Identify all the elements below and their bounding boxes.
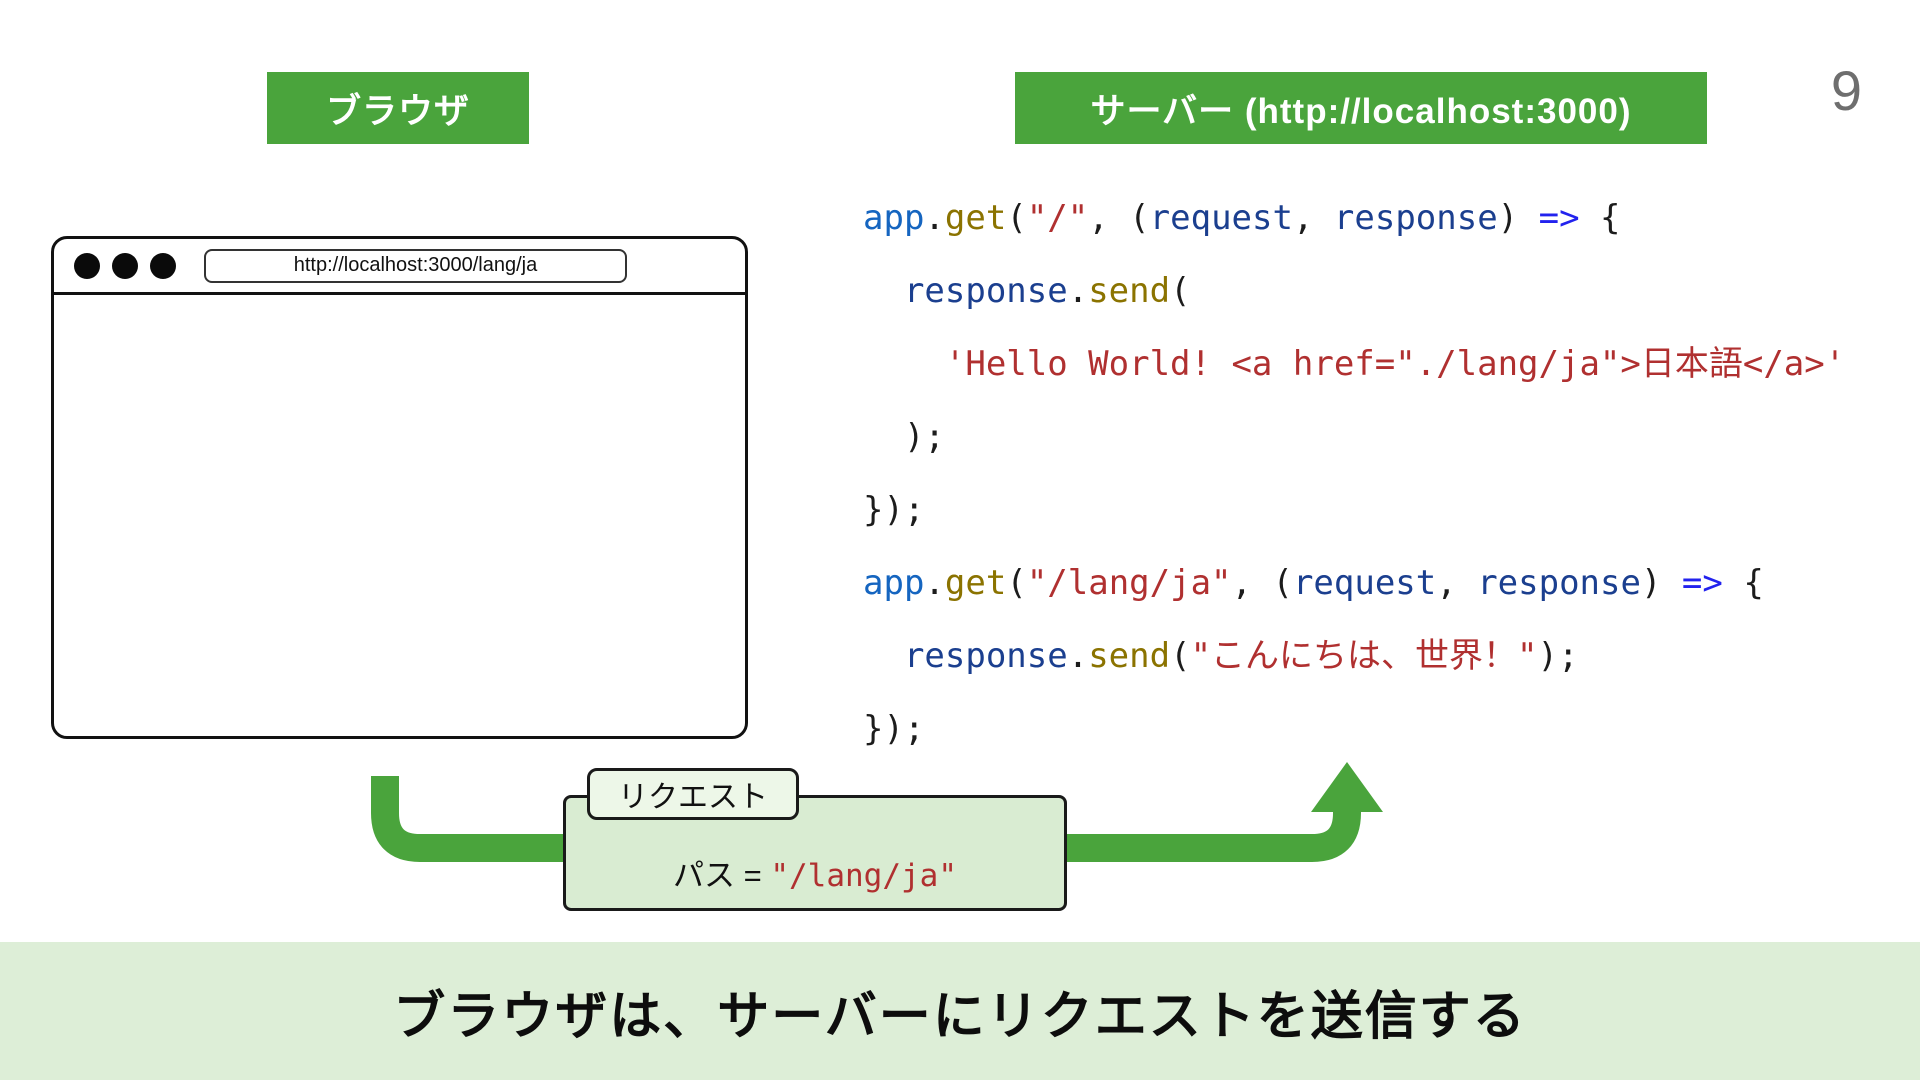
page-number: 9 — [1830, 59, 1862, 122]
browser-badge: ブラウザ — [267, 72, 529, 144]
request-path-prefix: パス = — [673, 857, 771, 893]
browser-window: http://localhost:3000/lang/ja — [51, 236, 748, 739]
code-line: response.send("こんにちは、世界！"); — [903, 636, 1579, 676]
server-badge-label: サーバー (http://localhost:3000) — [1090, 91, 1632, 131]
code-block: app.get("/", (request, response) => { re… — [863, 182, 1845, 766]
request-path: パス = "/lang/ja" — [673, 850, 957, 895]
caption-banner: ブラウザは、サーバーにリクエストを送信する — [0, 942, 1920, 1080]
code-line: app.get("/lang/ja", (request, response) … — [863, 563, 1764, 603]
window-dot-icon — [112, 252, 138, 279]
arrowhead-icon — [1311, 762, 1383, 812]
code-line: }); — [863, 490, 925, 530]
code-line: }); — [863, 709, 925, 749]
browser-badge-label: ブラウザ — [325, 91, 470, 131]
request-label-text: リクエスト — [618, 781, 768, 814]
server-badge: サーバー (http://localhost:3000) — [1015, 72, 1707, 144]
code-line: 'Hello World! <a href="./lang/ja">日本語</a… — [944, 344, 1846, 384]
code-line: ); — [863, 417, 945, 457]
request-path-value: "/lang/ja" — [770, 857, 957, 894]
browser-topbar: http://localhost:3000/lang/ja — [54, 239, 745, 295]
code-line: response.send( — [903, 271, 1191, 311]
url-text: http://localhost:3000/lang/ja — [293, 254, 538, 276]
url-bar: http://localhost:3000/lang/ja — [204, 248, 627, 283]
window-dot-icon — [74, 252, 100, 279]
caption-text: ブラウザは、サーバーにリクエストを送信する — [393, 987, 1527, 1046]
request-label: リクエスト — [587, 768, 799, 820]
window-dot-icon — [150, 252, 176, 279]
code-line: app.get("/", (request, response) => { — [863, 198, 1621, 238]
